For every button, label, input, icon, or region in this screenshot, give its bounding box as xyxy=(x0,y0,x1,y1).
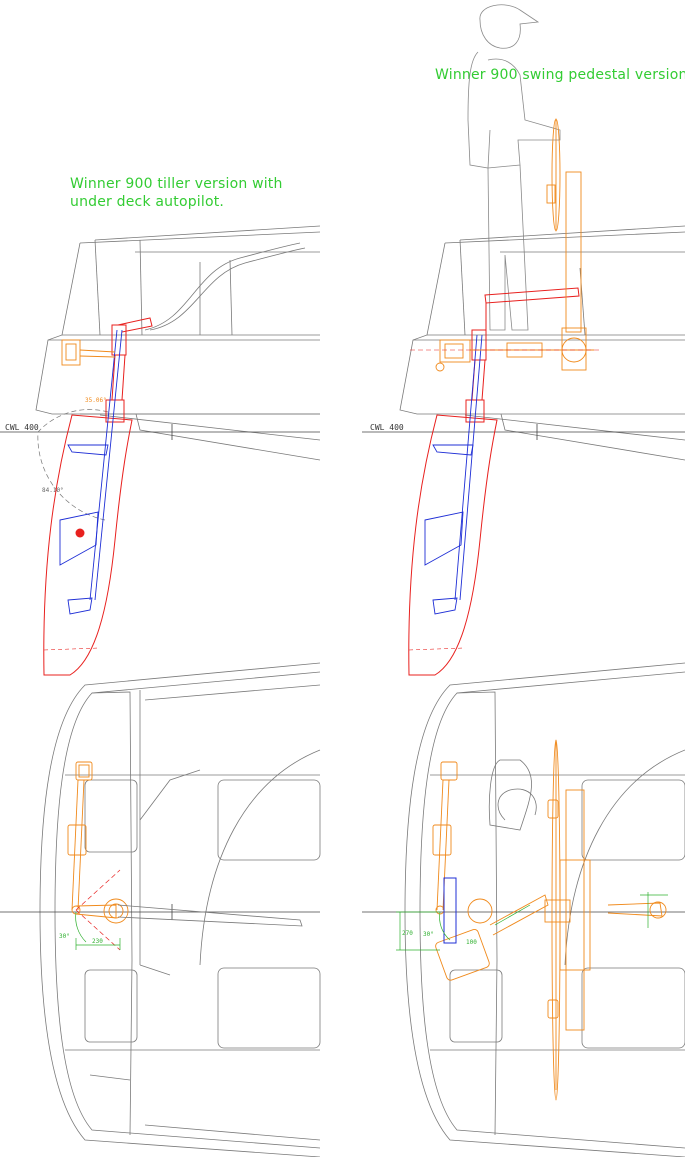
waterline-label-right: CWL 400 xyxy=(370,423,404,432)
dim-plan-right-width: 100 xyxy=(466,939,477,946)
pedestal-side-elevation: CWL 400 xyxy=(362,4,685,676)
dimension-lines-left xyxy=(75,911,121,950)
dim-plan-right-height: 270 xyxy=(402,930,413,937)
pedestal-version-title: Winner 900 swing pedestal version xyxy=(435,67,685,83)
angle-label-upper: 35.06° xyxy=(85,397,107,404)
dim-plan-right-angle: 30° xyxy=(423,931,434,938)
tiller-plan-view: 30° 230 xyxy=(0,662,321,1157)
autopilot-drive-left xyxy=(61,339,116,366)
rudder-blade-right xyxy=(408,414,498,676)
helmsman-figure xyxy=(467,4,561,331)
tiller-version-title: Winner 900 tiller version with under dec… xyxy=(70,175,283,211)
hull-outline-left xyxy=(35,225,321,461)
pedestal-drive-right xyxy=(435,118,594,372)
tiller-arm xyxy=(117,904,303,927)
hull-outline-right xyxy=(399,225,685,461)
rudder-structure-right xyxy=(424,334,483,615)
rudder-quadrant-right xyxy=(443,877,457,944)
tiller-title-line2: under deck autopilot. xyxy=(70,194,225,210)
angle-label-lower: 84.10° xyxy=(42,487,64,494)
waterline-label-left: CWL 400 xyxy=(5,423,39,432)
tiller-side-elevation: CWL 400 35.06° 84.10° xyxy=(0,225,321,676)
dim-plan-left-width: 230 xyxy=(92,938,103,945)
dim-plan-left-angle: 30° xyxy=(59,933,70,940)
swing-angle-arc-left xyxy=(37,409,109,521)
rudder-blade-left xyxy=(43,414,133,676)
tiller-title-line1: Winner 900 tiller version with xyxy=(70,176,283,192)
pedestal-plan-view: 270 30° 100 xyxy=(362,662,685,1157)
dimension-lines-right xyxy=(396,892,668,951)
rudder-stock-left xyxy=(105,317,153,423)
rudder-structure-left xyxy=(59,329,123,615)
tiller-swing-lines xyxy=(75,869,121,951)
rudder-pivot-left xyxy=(75,528,85,538)
pedestal-plan-drive xyxy=(432,739,667,1101)
autopilot-plan-left xyxy=(67,761,129,924)
